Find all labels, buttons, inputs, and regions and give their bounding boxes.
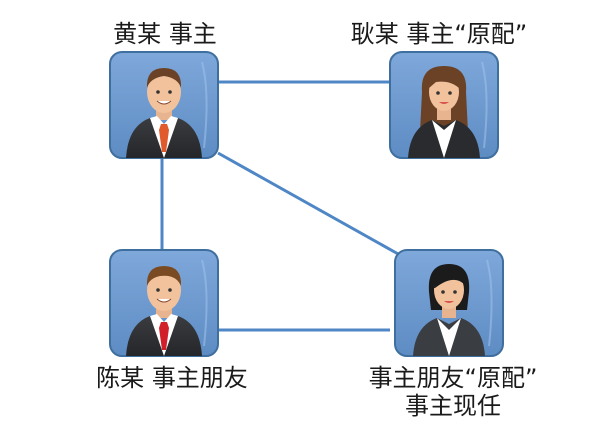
node-geng-role: 事主“原配” [406,20,528,48]
connector-huang-wife [217,151,401,257]
avatar-card-geng [389,51,499,159]
node-huang-name: 黄某 [113,20,162,48]
node-label-huang: 黄某 事主 [106,20,224,48]
node-label-wife-line1: 事主朋友“原配” [368,364,538,392]
node-label-chen: 陈某 事主朋友 [92,364,252,392]
node-label-wife-line2: 事主现任 [405,392,501,420]
node-chen-role: 事主朋友 [151,364,248,392]
avatar-card-chen [109,249,219,357]
avatar-card-huang [109,51,219,159]
node-huang-role: 事主 [168,20,217,48]
node-label-geng: 耿某 事主“原配” [332,20,546,48]
node-geng-name: 耿某 [350,20,399,48]
node-chen-name: 陈某 [96,364,145,392]
avatar-card-wife [394,249,504,357]
